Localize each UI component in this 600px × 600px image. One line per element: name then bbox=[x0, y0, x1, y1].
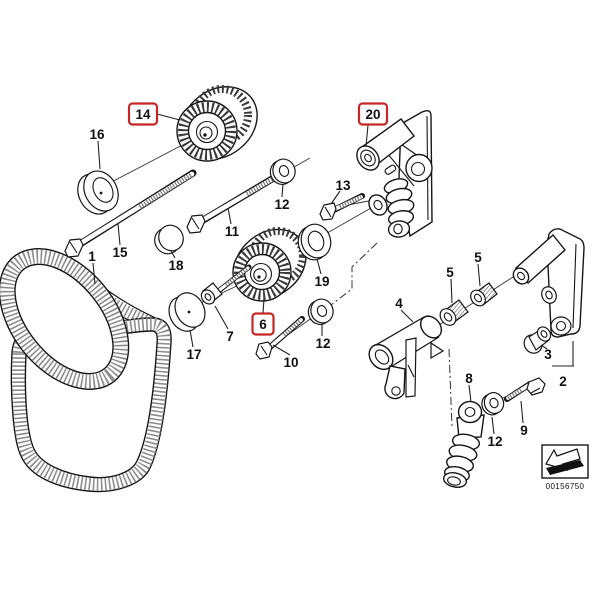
bracket-2 bbox=[512, 228, 585, 338]
callout-10[interactable]: 10 bbox=[283, 355, 298, 370]
callout-14[interactable]: 14 bbox=[127, 102, 159, 126]
bolt-9 bbox=[504, 377, 546, 402]
cap-18 bbox=[154, 224, 184, 255]
pivot-pin bbox=[515, 233, 566, 285]
washer-12-upper bbox=[269, 158, 296, 185]
disc-17 bbox=[168, 292, 206, 332]
bolt-7-head bbox=[200, 289, 216, 305]
callout-7[interactable]: 7 bbox=[226, 329, 234, 344]
callout-label: 14 bbox=[135, 107, 151, 122]
callout-label: 1 bbox=[88, 249, 96, 264]
tensioner-assembly-20 bbox=[356, 109, 433, 238]
callout-2[interactable]: 2 bbox=[559, 374, 567, 389]
stamp: 00156750 bbox=[541, 444, 589, 491]
callout-13[interactable]: 13 bbox=[335, 178, 351, 193]
callout-17[interactable]: 17 bbox=[186, 347, 201, 362]
centerline-arm-to-tensioner bbox=[448, 348, 453, 428]
callout-label: 10 bbox=[283, 355, 298, 370]
cap-16 bbox=[77, 170, 119, 215]
callout-label: 4 bbox=[395, 296, 403, 311]
bolt-15 bbox=[64, 169, 197, 258]
idler-pulley-14 bbox=[176, 85, 258, 162]
callout-label: 19 bbox=[314, 274, 329, 289]
serpentine-belt bbox=[0, 248, 172, 493]
callout-6[interactable]: 6 bbox=[251, 312, 275, 336]
callout-12[interactable]: 12 bbox=[315, 336, 330, 351]
centerline-tensioner-to-bolt10 bbox=[326, 242, 378, 309]
washer-19 bbox=[297, 223, 332, 261]
callout-label: 13 bbox=[335, 178, 351, 193]
callout-label: 9 bbox=[520, 423, 528, 438]
callout-layer: 14 20 6 16 15 1 18 17 11 12 13 19 7 10 12 4 5 5 32 8 9 12 bbox=[88, 102, 567, 449]
image-number: 00156750 bbox=[546, 482, 585, 491]
bearing-5-left bbox=[439, 299, 469, 326]
callout-4[interactable]: 4 bbox=[395, 296, 403, 311]
callout-5[interactable]: 5 bbox=[446, 265, 454, 280]
bushing-3 bbox=[523, 326, 552, 354]
washer-12-middle bbox=[307, 298, 334, 325]
hydraulic-tensioner-8 bbox=[442, 400, 485, 488]
callout-label: 15 bbox=[112, 245, 128, 260]
callout-12[interactable]: 12 bbox=[274, 197, 289, 212]
callout-label: 16 bbox=[89, 127, 105, 142]
highlight-box bbox=[357, 102, 389, 126]
bolt-13 bbox=[319, 193, 365, 221]
callout-11[interactable]: 11 bbox=[225, 224, 240, 239]
callout-18[interactable]: 18 bbox=[168, 258, 184, 273]
highlight-box bbox=[127, 102, 159, 126]
callout-label: 7 bbox=[226, 329, 234, 344]
callout-1[interactable]: 1 bbox=[88, 249, 96, 264]
callout-label: 6 bbox=[259, 317, 267, 332]
leader-lines bbox=[92, 113, 574, 435]
tensioner-8-eye bbox=[457, 400, 483, 424]
bearing-5-right bbox=[470, 282, 498, 307]
callout-label: 5 bbox=[446, 265, 454, 280]
callout-15[interactable]: 15 bbox=[112, 245, 128, 260]
callout-5[interactable]: 5 bbox=[474, 250, 482, 265]
callout-19[interactable]: 19 bbox=[314, 274, 329, 289]
washer-12-lower bbox=[481, 392, 505, 416]
callout-9[interactable]: 9 bbox=[520, 423, 528, 438]
highlight-box bbox=[251, 312, 275, 336]
callout-label: 11 bbox=[225, 224, 240, 239]
lever-arm-4 bbox=[368, 315, 445, 400]
callout-label: 8 bbox=[465, 371, 473, 386]
bolt-7 bbox=[200, 264, 252, 305]
callout-3[interactable]: 3 bbox=[544, 347, 552, 362]
callout-8[interactable]: 8 bbox=[465, 371, 473, 386]
callout-label: 12 bbox=[487, 434, 502, 449]
callout-label: 3 bbox=[544, 347, 552, 362]
bolt-9-head bbox=[526, 377, 546, 396]
callout-20[interactable]: 20 bbox=[357, 102, 389, 126]
callout-label: 18 bbox=[168, 258, 184, 273]
callout-label: 2 bbox=[559, 374, 567, 389]
tensioner-20-eye bbox=[387, 220, 411, 238]
callout-label: 17 bbox=[186, 347, 201, 362]
bolt-10 bbox=[255, 316, 305, 360]
callout-label: 12 bbox=[315, 336, 330, 351]
callout-label: 20 bbox=[365, 107, 380, 122]
callout-12[interactable]: 12 bbox=[487, 434, 502, 449]
callout-16[interactable]: 16 bbox=[89, 127, 105, 142]
callout-label: 12 bbox=[274, 197, 289, 212]
callout-label: 5 bbox=[474, 250, 482, 265]
